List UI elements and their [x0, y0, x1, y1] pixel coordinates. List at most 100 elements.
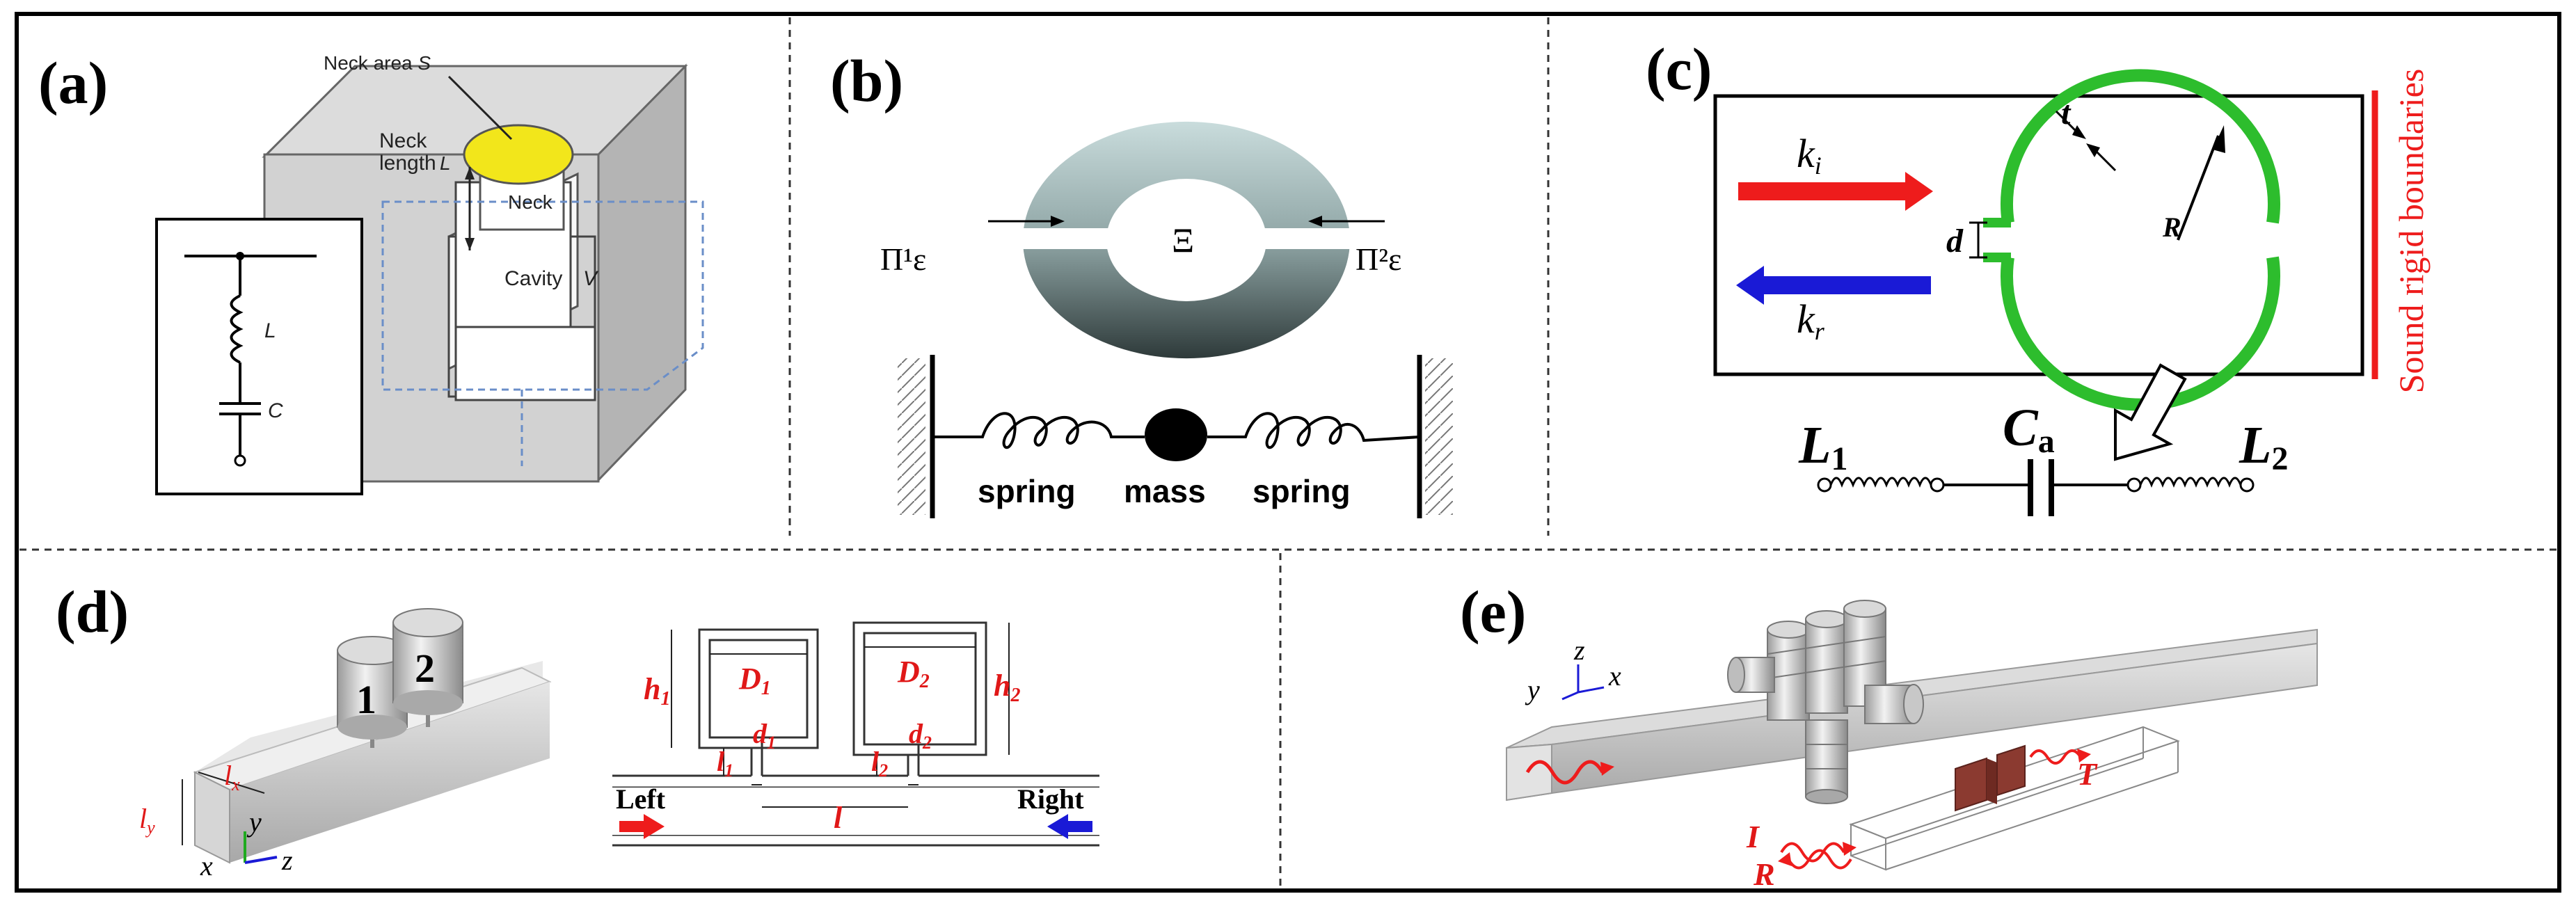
radius-line	[2177, 135, 2220, 241]
e-axis-x-label: x	[1608, 660, 1621, 692]
left-port-label: Π¹ε	[880, 241, 926, 277]
e-cylinder-stack	[1727, 600, 1924, 804]
l2-label-d: l2	[871, 746, 888, 781]
right-port-arrowhead	[1308, 216, 1322, 227]
equivalent-circuit-arrow	[2114, 363, 2187, 461]
l1-terminal-right	[1930, 477, 1945, 493]
mass-label: mass	[1124, 473, 1206, 509]
inner-volume-outline	[381, 200, 704, 391]
axis-y-label: y	[246, 806, 262, 838]
capacitor-label: C	[268, 399, 283, 422]
neck-length-label-2: length	[379, 152, 436, 175]
l2-label: L2	[2239, 416, 2288, 477]
radius-label: R	[2162, 211, 2181, 243]
e-axis-z-label: z	[1573, 634, 1585, 666]
right-spring	[1207, 412, 1420, 449]
axis-z-line	[244, 856, 278, 864]
l2-coil	[2139, 477, 2242, 488]
thickness-arrowhead-2	[2086, 143, 2100, 157]
e-axis-y-line	[1561, 691, 1579, 701]
ring-right-slit	[1264, 228, 1351, 249]
ring-center-symbol: Ξ	[1172, 221, 1194, 260]
e-reflected-label: R	[1753, 856, 1775, 892]
D2-label: D2	[897, 655, 930, 692]
neck-area-leader	[447, 75, 513, 141]
panel-b: (b) Ξ Π¹ε Π²ε spring mass spring	[830, 47, 1453, 518]
ring-upper-arc	[2001, 69, 2280, 224]
panel-a: (a) Neck area S Neck length L Neck Cavit…	[38, 49, 704, 495]
cavity-volume-symbol: V	[583, 267, 599, 290]
left-wall-hatch	[898, 358, 925, 515]
waveguide-bar-end	[194, 771, 230, 864]
panel-c-label: (c)	[1646, 35, 1712, 102]
e-unit-cell	[1849, 726, 2180, 871]
D1-label: D1	[738, 662, 771, 699]
split-ring-resonator	[1022, 121, 1350, 359]
h1-label: h1	[644, 672, 670, 710]
e-incident-wave-head	[1600, 762, 1614, 776]
spring-label-left: spring	[978, 473, 1076, 509]
panel-b-label: (b)	[830, 47, 903, 114]
mass	[1145, 408, 1207, 461]
ca-label: Ca	[2003, 399, 2055, 460]
waveguide-channel-fill	[612, 788, 1099, 835]
e-incident-wave	[1525, 760, 1605, 785]
lx-label: lx	[224, 760, 240, 795]
l1-coil	[1829, 477, 1932, 488]
panel-d-label: (d)	[56, 578, 129, 645]
ly-label: ly	[139, 803, 155, 838]
neck-area-label: Neck area S	[324, 52, 431, 74]
e-axis-x-line	[1577, 686, 1605, 694]
waveguide-bar-side	[230, 682, 550, 863]
lc-terminal	[234, 454, 246, 467]
lc-circuit-inset	[155, 218, 363, 495]
e-scatterer-2	[1996, 744, 2026, 797]
l1-terminal-left	[1817, 477, 1832, 493]
d1-label: d1	[753, 718, 776, 753]
l1-label: L1	[1798, 416, 1847, 477]
incident-arrow-head	[1905, 172, 1933, 211]
e-scatterer-1	[1955, 757, 1987, 812]
reflected-wave-label: kr	[1797, 296, 1825, 345]
e-transmitted-label: T	[2077, 756, 2098, 792]
panel-e: (e) z y	[1460, 578, 2318, 892]
incident-wave-label: ki	[1797, 131, 1822, 179]
radius-arrowhead	[2213, 125, 2225, 153]
reflected-arrow-shaft	[1764, 276, 1931, 294]
e-scatterer-1-side	[1987, 758, 1997, 804]
e-reflected-head	[1778, 852, 1792, 866]
l-label: l	[834, 801, 843, 835]
left-label: Left	[616, 783, 666, 815]
rigid-boundary-label: Sound rigid boundaries	[2392, 69, 2431, 394]
panel-e-label: (e)	[1460, 578, 1526, 645]
cylinder-1-bottom	[337, 715, 407, 740]
cylinder-2-top	[392, 608, 463, 637]
neck-length-arrow-top	[465, 167, 475, 179]
left-incident-arrow	[619, 814, 665, 839]
ring-left-slit	[1021, 228, 1108, 249]
e-transmitted-head	[2077, 749, 2091, 763]
cylinder-1-label: 1	[356, 677, 376, 722]
e-axis-y-label: y	[1525, 674, 1540, 705]
l2-terminal-left	[2126, 477, 2142, 493]
l1-label-d: l1	[717, 746, 733, 781]
cylinder-2-label: 2	[415, 646, 435, 691]
h2-label: h2	[994, 669, 1020, 706]
e-unit-incident-wave	[1780, 842, 1845, 863]
e-incident-label: I	[1746, 819, 1760, 854]
left-port-arrowhead	[1051, 216, 1065, 227]
lx-dim	[198, 772, 265, 794]
outer-frame	[15, 12, 2561, 893]
inductor-coil	[230, 294, 244, 364]
right-label: Right	[1017, 783, 1084, 815]
spring-label-right: spring	[1253, 473, 1351, 509]
neck-length-arrow-bottom	[465, 238, 475, 250]
incident-arrow-shaft	[1738, 182, 1905, 200]
neck-label: Neck	[508, 191, 553, 213]
panel-d: (d) 1 2 lx ly y x z	[56, 578, 1099, 881]
gap-label: d	[1946, 223, 1964, 260]
neck-length-symbol: L	[440, 152, 451, 174]
double-resonator-dims	[671, 623, 1010, 808]
axis-z-label: z	[281, 845, 293, 876]
